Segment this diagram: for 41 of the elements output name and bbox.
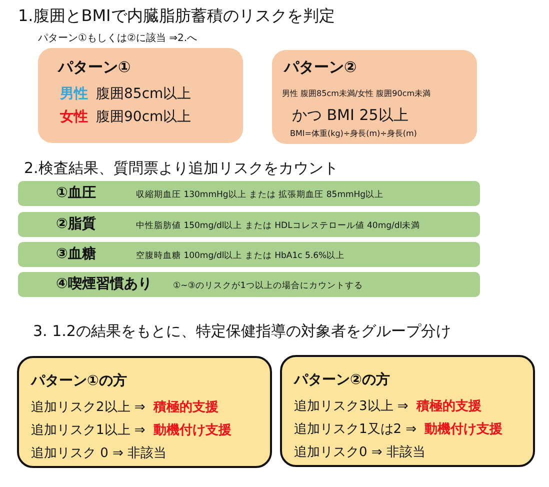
- support-level: 動機付け支援: [424, 422, 503, 437]
- risk-condition: 追加リスク 0 ⇒ 非該当: [31, 446, 167, 461]
- risk-bar: [18, 212, 480, 237]
- criterion-text: かつ BMI 25以上: [292, 106, 408, 124]
- note-text: パターン①もしくは②に該当 ⇒2.へ: [38, 32, 198, 45]
- criterion-text: 腹囲85cm以上: [96, 86, 192, 102]
- support-level: 動機付け支援: [153, 423, 232, 438]
- group-card: [17, 356, 272, 468]
- gender-label: 女性: [60, 109, 88, 125]
- pattern-card: [38, 48, 243, 143]
- criterion-text: 空腹時血糖 100mg/dl以上 または HbA1c 5.6%以上: [136, 251, 345, 261]
- risk-condition: 追加リスク2以上 ⇒: [31, 400, 146, 415]
- pattern-card: [272, 50, 477, 144]
- group-title: パターン①の方: [31, 373, 127, 389]
- gender-label: 男性: [60, 86, 88, 102]
- criterion-text: BMI=体重(kg)÷身長(m)÷身長(m): [290, 129, 417, 138]
- risk-title: ④喫煙習慣あり: [56, 276, 152, 292]
- risk-condition: 追加リスク0 ⇒ 非該当: [294, 445, 426, 460]
- section-heading: 2.検査結果、質問票より追加リスクをカウント: [24, 159, 338, 178]
- criterion-text: 収縮期血圧 130mmHg以上 または 拡張期血圧 85mmHg以上: [136, 190, 384, 200]
- criterion-text: ①~③のリスクが1つ以上の場合にカウントする: [173, 281, 363, 291]
- criterion-text: 腹囲90cm以上: [96, 109, 192, 125]
- group-card: [280, 355, 535, 467]
- card-title: パターン①: [58, 58, 131, 76]
- support-level: 積極的支援: [153, 400, 218, 415]
- criterion-text: 男性 腹囲85cm未満/女性 腹囲90cm未満: [282, 89, 431, 98]
- support-level: 積極的支援: [416, 399, 482, 414]
- risk-condition: 追加リスク3以上 ⇒: [294, 399, 408, 414]
- section-heading: 1.腹囲とBMIで内臓脂肪蓄積のリスクを判定: [18, 6, 335, 27]
- group-title: パターン②の方: [294, 372, 390, 388]
- risk-title: ②脂質: [56, 216, 96, 232]
- risk-condition: 追加リスク1以上 ⇒: [31, 423, 146, 438]
- risk-bar: [18, 242, 480, 267]
- risk-bar: [18, 272, 480, 297]
- card-title: パターン②: [284, 58, 357, 76]
- risk-title: ③血糖: [56, 246, 96, 262]
- risk-condition: 追加リスク1又は2 ⇒: [294, 422, 417, 437]
- section-heading: 3. 1.2の結果をもとに、特定保健指導の対象者をグループ分け: [33, 322, 451, 341]
- criterion-text: 中性脂肪値 150mg/dl以上 または HDLコレステロール値 40mg/dl未満: [136, 221, 420, 231]
- risk-title: ①血圧: [56, 185, 96, 201]
- risk-bar: [18, 181, 480, 206]
